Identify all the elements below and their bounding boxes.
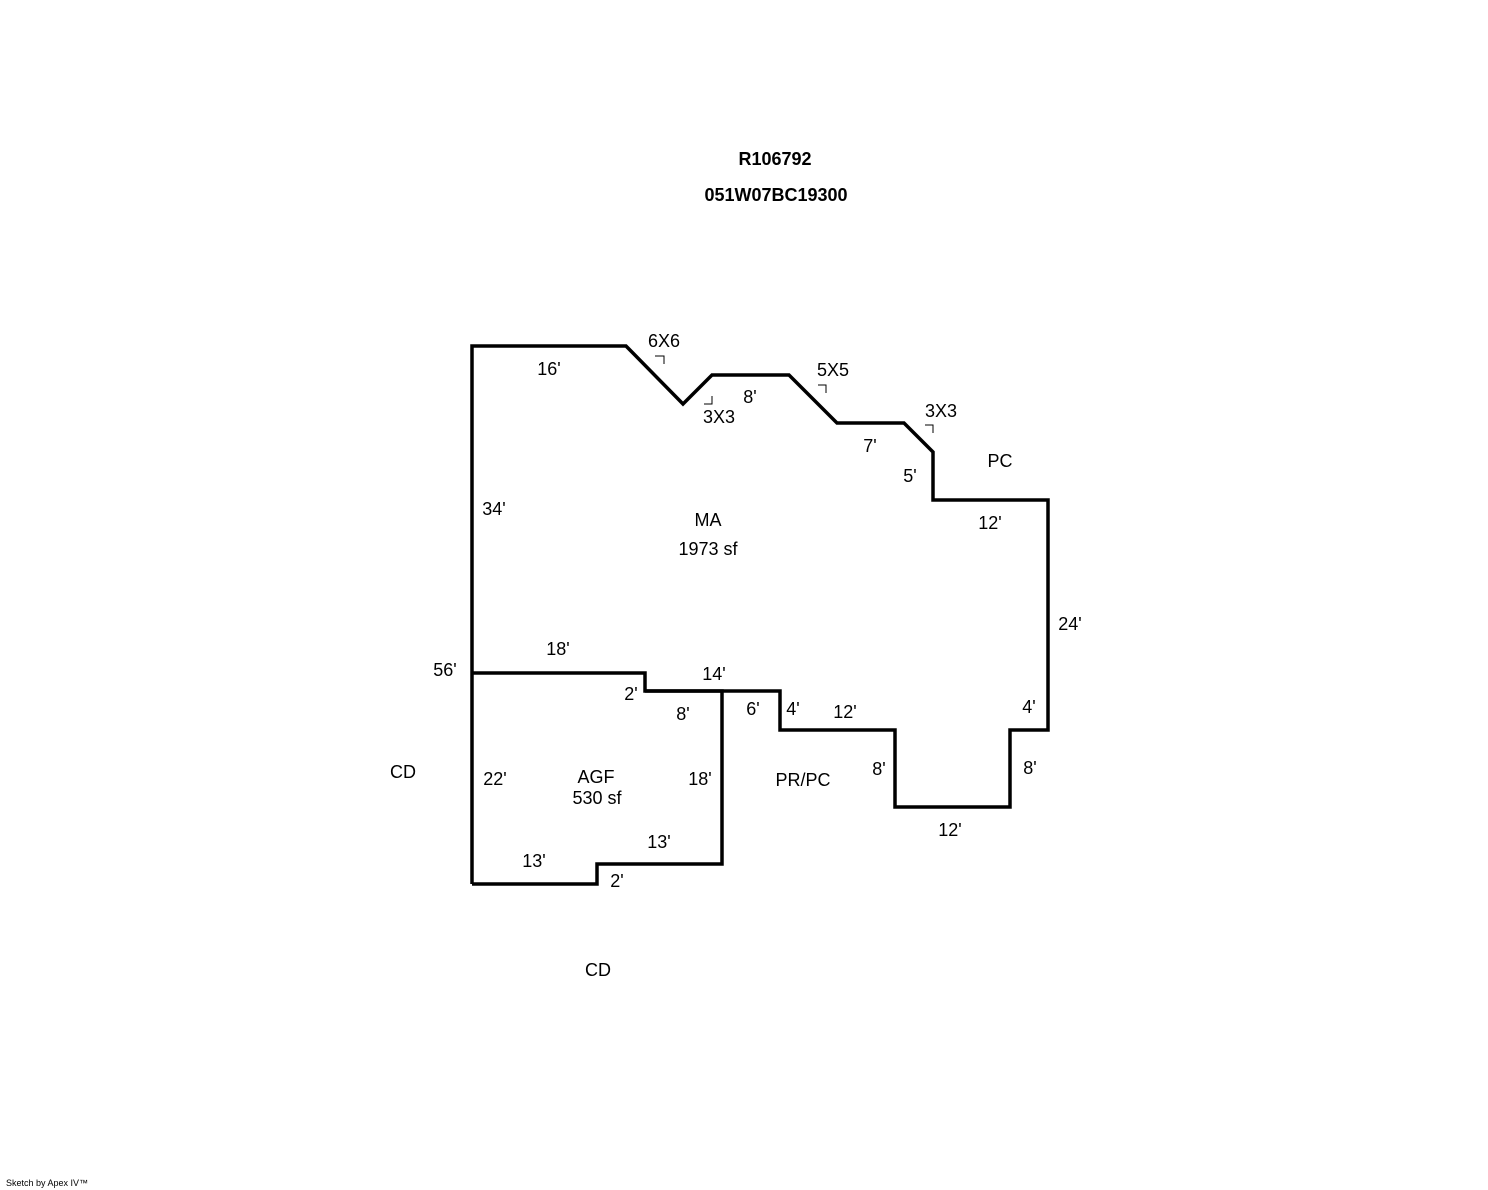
- dim-label: 12': [978, 513, 1001, 533]
- dim-label: 24': [1058, 614, 1081, 634]
- dim-label: 12': [833, 702, 856, 722]
- porch-right-label: PC: [987, 451, 1012, 471]
- sketch-credit: Sketch by Apex IV™: [6, 1178, 89, 1188]
- deck-bottom-label: CD: [585, 960, 611, 980]
- dim-label: 5': [903, 466, 916, 486]
- dim-label: 13': [522, 851, 545, 871]
- porch-mid-label: PR/PC: [775, 770, 830, 790]
- dim-label: 3X3: [703, 407, 735, 427]
- angle-markers: [655, 355, 934, 433]
- dim-label: 7': [863, 436, 876, 456]
- deck-left-label: CD: [390, 762, 416, 782]
- dim-label: 16': [537, 359, 560, 379]
- dim-label: 13': [647, 832, 670, 852]
- dim-label: 6': [746, 699, 759, 719]
- dim-label: 22': [483, 769, 506, 789]
- dim-label: 5X5: [817, 360, 849, 380]
- dim-label: 18': [688, 769, 711, 789]
- main-area-code: MA: [695, 510, 722, 530]
- dim-label: 2': [610, 871, 623, 891]
- dim-label: 3X3: [925, 401, 957, 421]
- dim-label: 2': [624, 684, 637, 704]
- dim-label: 8': [676, 704, 689, 724]
- dim-label: 6X6: [648, 331, 680, 351]
- main-area-outline: [470, 344, 1050, 884]
- dim-label: 8': [872, 759, 885, 779]
- dim-label: 14': [702, 664, 725, 684]
- dim-label: 8': [1023, 758, 1036, 778]
- garage-code: AGF: [577, 767, 614, 787]
- garage-outline: [472, 671, 724, 886]
- dim-label: 8': [743, 387, 756, 407]
- dim-label: 4': [786, 699, 799, 719]
- dim-label: 12': [938, 820, 961, 840]
- dim-label: 56': [433, 660, 456, 680]
- dim-label: 4': [1022, 697, 1035, 717]
- dim-label: 18': [546, 639, 569, 659]
- parcel-id: R106792: [738, 149, 811, 169]
- map-number: 051W07BC19300: [704, 185, 847, 205]
- main-area-size: 1973 sf: [678, 539, 738, 559]
- garage-size: 530 sf: [572, 788, 622, 808]
- dim-label: 34': [482, 499, 505, 519]
